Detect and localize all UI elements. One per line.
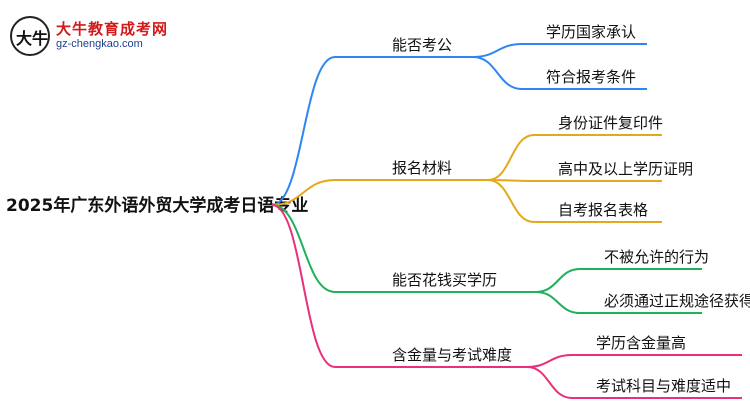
branch-topic: 含金量与考试难度 xyxy=(392,346,512,364)
child-connector xyxy=(526,354,573,368)
child-connector xyxy=(472,43,523,58)
branch-connector xyxy=(271,56,336,206)
branch-connector xyxy=(271,204,336,293)
site-logo[interactable]: 大牛 大牛教育成考网 gz-chengkao.com xyxy=(10,16,210,56)
branch-connector xyxy=(271,204,336,368)
child-topic: 不被允许的行为 xyxy=(604,248,709,266)
branch-topic: 能否花钱买学历 xyxy=(392,271,497,289)
logo-url: gz-chengkao.com xyxy=(56,38,143,50)
child-topic: 学历含金量高 xyxy=(596,334,686,352)
child-topic: 身份证件复印件 xyxy=(558,114,663,132)
root-topic: 2025年广东外语外贸大学成考日语专业 xyxy=(6,195,308,216)
branch-topic: 报名材料 xyxy=(392,159,452,177)
child-topic: 必须通过正规途径获得 xyxy=(604,292,750,310)
logo-badge-text: 大牛 xyxy=(16,29,49,48)
child-connector xyxy=(487,134,535,181)
child-connector xyxy=(526,366,573,399)
child-connector xyxy=(535,268,581,293)
child-topic: 符合报考条件 xyxy=(546,68,636,86)
child-topic: 学历国家承认 xyxy=(546,23,636,41)
child-topic: 考试科目与难度适中 xyxy=(596,377,731,395)
logo-badge-icon: 大牛 xyxy=(10,16,50,56)
child-topic: 自考报名表格 xyxy=(558,201,648,219)
child-topic: 高中及以上学历证明 xyxy=(558,160,693,178)
branch-topic: 能否考公 xyxy=(392,36,452,54)
branch-connector xyxy=(271,179,336,206)
child-connector xyxy=(472,56,523,90)
child-connector xyxy=(535,291,581,314)
logo-name: 大牛教育成考网 xyxy=(56,20,169,38)
child-connector xyxy=(487,179,535,223)
